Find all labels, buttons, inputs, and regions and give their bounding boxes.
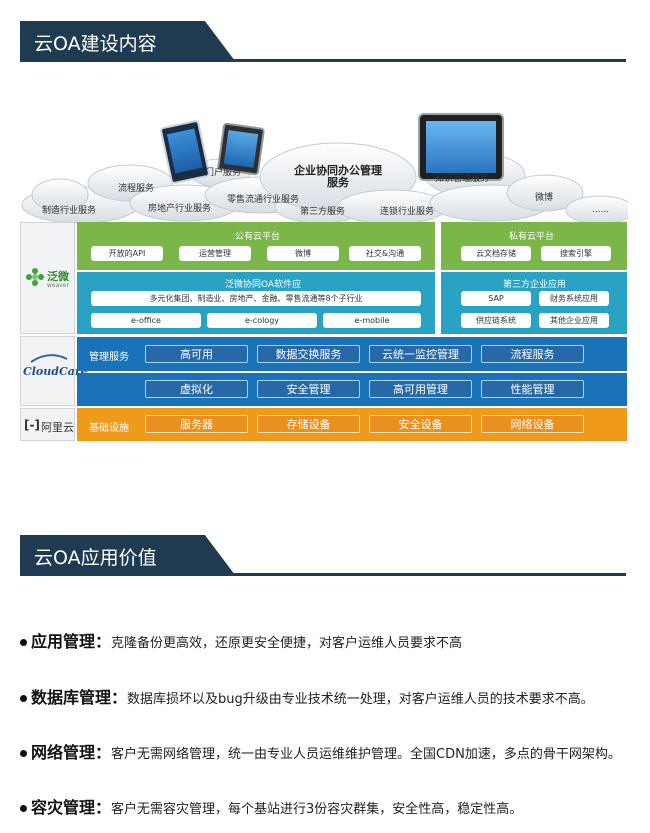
infrastructure-band: 基础设施 服务器 存储设备 安全设备 网络设备 — [77, 408, 627, 441]
weaver-oa-product: e-mobile — [323, 313, 421, 328]
value-term: 应用管理： — [31, 632, 112, 651]
value-item: 数据库管理：数据库损坏以及bug升级由专业技术统一处理，对客户运维人员的技术要求… — [20, 684, 594, 708]
public-cloud-item: 运营管理 — [179, 246, 251, 261]
architecture-diagram: 企业协同办公管理 服务 门户服务 流程服务 制造行业服务 房地产行业服务 零售流… — [20, 95, 628, 445]
management-band: 管理服务 高可用 数据交换服务 云统一监控管理 流程服务 — [77, 337, 627, 371]
third-party-item: 供应链系统 — [461, 313, 531, 328]
cloud-label: 第三方服务 — [300, 207, 346, 217]
aliyun-logo-panel: [-] 阿里云 — [20, 408, 75, 441]
weaver-logo-panel: 泛微 weaver — [20, 222, 75, 334]
section-title: 云OA建设内容 — [34, 33, 157, 55]
public-cloud-item: 开放的API — [91, 246, 163, 261]
value-term: 网络管理： — [31, 743, 112, 762]
value-item: 容灾管理：客户无需容灾管理，每个基站进行3份容灾群集，安全性高，稳定性高。 — [20, 794, 522, 818]
weaver-logo-sub: weaver — [47, 282, 69, 289]
bullet-dot-icon — [20, 639, 27, 646]
weaver-logo-text: 泛微 — [47, 270, 69, 283]
section-header-value: 云OA应用价值 — [20, 535, 626, 579]
virtualization-item: 安全管理 — [257, 380, 360, 398]
aliyun-logo-icon: [-] — [24, 418, 40, 432]
infrastructure-item: 网络设备 — [481, 415, 584, 433]
tablet-device-icon — [418, 113, 504, 181]
weaver-oa-title: 泛微协同OA软件应 — [225, 280, 302, 290]
virtualization-item: 高可用管理 — [369, 380, 472, 398]
section-header-build: 云OA建设内容 — [20, 21, 626, 65]
management-item: 流程服务 — [481, 345, 584, 363]
virtualization-band: 虚拟化 安全管理 高可用管理 性能管理 — [77, 373, 627, 406]
private-cloud-title: 私有云平台 — [509, 232, 555, 242]
infrastructure-item: 安全设备 — [369, 415, 472, 433]
cloud-label: 微博 — [535, 193, 554, 203]
third-party-title: 第三方企业应用 — [503, 280, 567, 290]
management-item: 云统一监控管理 — [369, 345, 472, 363]
cloudcare-logo-panel: CloudCare — [20, 336, 88, 406]
cloud-label: 连锁行业服务 — [380, 207, 435, 217]
third-party-item: 财务系统应用 — [539, 291, 609, 306]
value-desc: 客户无需容灾管理，每个基站进行3份容灾群集，安全性高，稳定性高。 — [111, 802, 523, 817]
section-tab: 云OA建设内容 — [20, 21, 235, 61]
cloud-label: 制造行业服务 — [42, 206, 97, 216]
weaver-oa-product: e-office — [91, 313, 201, 328]
management-item: 数据交换服务 — [257, 345, 360, 363]
value-item: 网络管理：客户无需网络管理，统一由专业人员运维维护管理。全国CDN加速，多点的骨… — [20, 739, 621, 763]
public-cloud-item: 社交&沟通 — [349, 246, 421, 261]
section-divider — [20, 59, 626, 62]
section-tab: 云OA应用价值 — [20, 535, 235, 575]
section-title: 云OA应用价值 — [34, 547, 157, 569]
bullet-dot-icon — [20, 750, 27, 757]
value-term: 数据库管理： — [31, 688, 128, 707]
weaver-logo-icon — [26, 268, 44, 286]
management-label: 管理服务 — [89, 352, 129, 363]
virtualization-item: 虚拟化 — [145, 380, 248, 398]
public-cloud-title: 公有云平台 — [235, 232, 281, 242]
private-cloud-band: 私有云平台 云文档存储 搜索引擎 — [441, 222, 627, 270]
value-term: 容灾管理： — [31, 798, 112, 817]
third-party-item: SAP — [461, 291, 531, 306]
value-desc: 数据库损坏以及bug升级由专业技术统一处理，对客户运维人员的技术要求不高。 — [127, 692, 594, 707]
cloud-label: 门户服务 — [205, 168, 242, 178]
cloud-label: 知识管理服务 — [435, 174, 490, 184]
cloud-label: ...... — [592, 205, 610, 215]
infrastructure-item: 服务器 — [145, 415, 248, 433]
cloudcare-swoosh-icon — [30, 354, 68, 363]
cloud-label: 零售流通行业服务 — [227, 195, 300, 205]
bullet-dot-icon — [20, 805, 27, 812]
weaver-oa-product: e-cology — [207, 313, 317, 328]
public-cloud-item: 微博 — [267, 246, 339, 261]
management-item: 高可用 — [145, 345, 248, 363]
weaver-oa-industries: 多元化集团、制造业、房地产、金融、零售流通等8个子行业 — [91, 291, 421, 306]
virtualization-item: 性能管理 — [481, 380, 584, 398]
cloudcare-logo-text: CloudCare — [23, 365, 88, 378]
cloud-label: 房地产行业服务 — [148, 204, 212, 214]
public-cloud-band: 公有云平台 开放的API 运营管理 微博 社交&沟通 — [77, 222, 435, 270]
cloud-main-label: 企业协同办公管理 服务 — [294, 164, 382, 189]
private-cloud-item: 搜索引擎 — [541, 246, 611, 261]
infrastructure-item: 存储设备 — [257, 415, 360, 433]
value-desc: 客户无需网络管理，统一由专业人员运维维护管理。全国CDN加速，多点的骨干网架构。 — [111, 747, 621, 762]
section-divider — [20, 573, 626, 576]
value-item: 应用管理：克隆备份更高效，还原更安全便捷，对客户运维人员要求不高 — [20, 628, 462, 652]
infrastructure-label: 基础设施 — [89, 423, 129, 434]
third-party-item: 其他企业应用 — [539, 313, 609, 328]
bullet-dot-icon — [20, 695, 27, 702]
weaver-oa-band: 泛微协同OA软件应 多元化集团、制造业、房地产、金融、零售流通等8个子行业 e-… — [77, 272, 435, 334]
value-desc: 克隆备份更高效，还原更安全便捷，对客户运维人员要求不高 — [111, 636, 463, 651]
third-party-band: 第三方企业应用 SAP 财务系统应用 供应链系统 其他企业应用 — [441, 272, 627, 334]
private-cloud-item: 云文档存储 — [461, 246, 531, 261]
aliyun-logo-text: 阿里云 — [41, 421, 74, 434]
cloud-label: 流程服务 — [118, 184, 155, 194]
